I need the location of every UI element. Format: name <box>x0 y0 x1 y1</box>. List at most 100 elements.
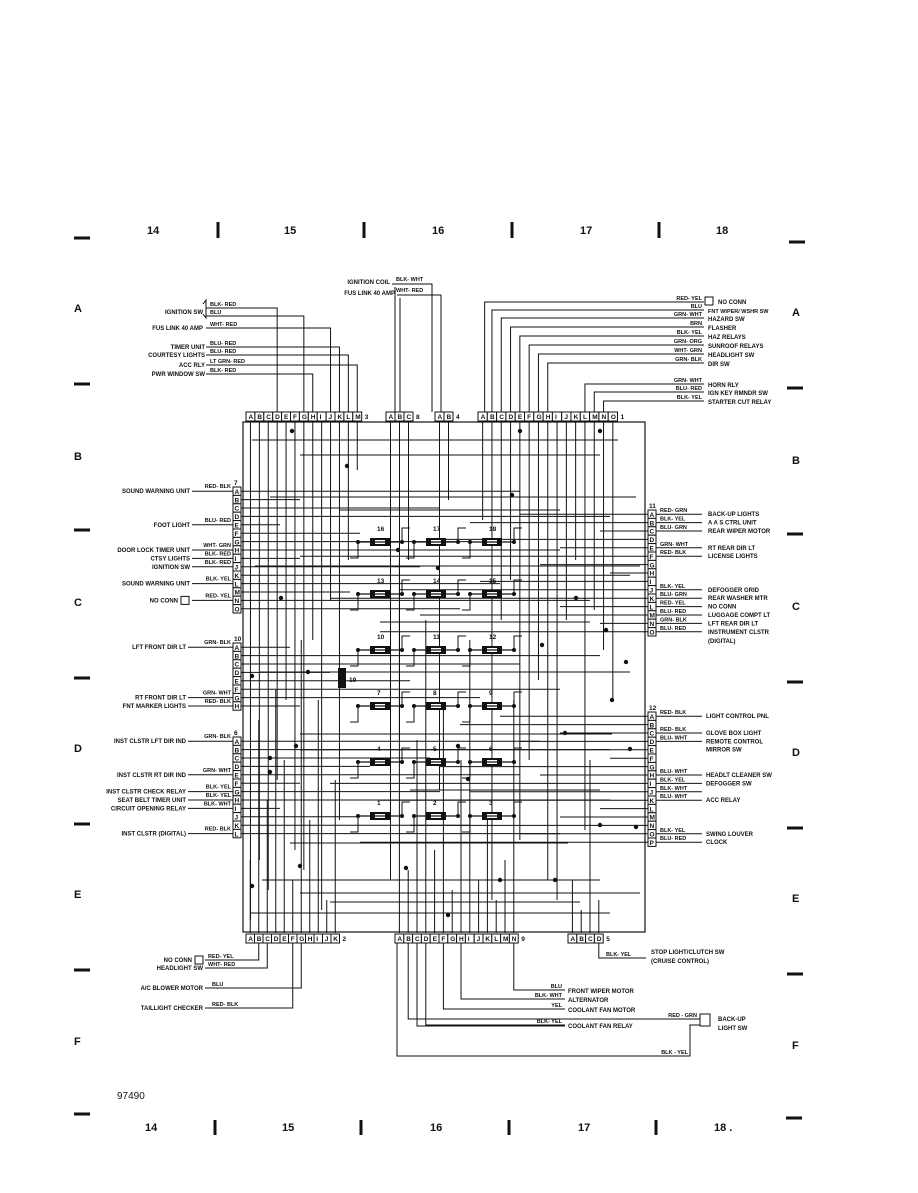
relay-node <box>468 648 472 652</box>
connector-pin-label: K <box>235 823 240 830</box>
wire-color-label: BLK- RED <box>205 551 231 557</box>
connector-pin-label: H <box>650 773 655 780</box>
wire-junction <box>289 428 295 434</box>
connector-pin-label: F <box>235 687 239 694</box>
leader-line <box>206 364 358 412</box>
connector-pin-label: H <box>546 414 551 421</box>
wire-junction <box>278 595 284 601</box>
connector-pin-label: M <box>503 936 508 943</box>
label-door-lock-timer-unit: DOOR LOCK TIMER UNIT <box>117 548 190 554</box>
wire-color-label: RED- GRN <box>660 508 687 514</box>
connector-pin-label: A <box>248 936 253 943</box>
connector-id: 9 <box>521 936 525 943</box>
wire-junction <box>597 822 603 828</box>
relay-hookup <box>513 801 522 816</box>
label-fus-link-40-amp: FUS LINK 40 AMP <box>152 326 203 332</box>
connector-pin-label: J <box>235 565 239 572</box>
leader-lines <box>188 283 704 1057</box>
wire-color-label: BLU- RED <box>660 836 686 842</box>
label-lft-rear-dir-lt: LFT REAR DIR LT <box>708 621 759 627</box>
connector-pin <box>551 411 563 422</box>
relay-node <box>456 540 460 544</box>
connector-pin-label: N <box>235 598 240 605</box>
backup-switch-symbol <box>699 1013 711 1027</box>
leader-line <box>491 309 704 412</box>
relay-hookup <box>350 650 359 667</box>
wire-color-label: BLK- YEL <box>606 952 632 958</box>
relay-number: 14 <box>433 578 441 585</box>
connector-pin-label: D <box>650 537 655 544</box>
connector-pin-label: D <box>235 514 240 521</box>
wire-junction <box>249 883 255 889</box>
grid-row-label: E <box>74 889 81 901</box>
label-sunroof-relays: SUNROOF RELAYS <box>708 344 763 350</box>
wire-color-label: BLK- YEL <box>206 785 232 791</box>
wire-color-label: BLK- WHT <box>660 786 688 792</box>
relay-node <box>468 592 472 596</box>
connector-pin-label: N <box>650 621 655 628</box>
connector-pin-label: K <box>235 573 240 580</box>
relay-node <box>512 648 516 652</box>
label-rear-wiper-motor: REAR WIPER MOTOR <box>708 529 771 535</box>
connector-pin-label: G <box>650 764 655 771</box>
connector-pin <box>403 411 414 422</box>
label-inst-clstr-lft-dir-ind: INST CLSTR LFT DIR IND <box>114 739 187 745</box>
no-conn-box <box>704 296 714 306</box>
relay-hookup <box>462 706 471 723</box>
relay-node <box>356 814 360 818</box>
figure-number: 97490 <box>117 1091 145 1102</box>
wire-color-label: GRN- WHT <box>660 542 689 548</box>
relay-node <box>412 648 416 652</box>
relay-node <box>456 704 460 708</box>
wire-junction <box>517 428 523 434</box>
wire-color-label: BLU- RED <box>676 386 702 392</box>
connector-id: 7 <box>234 480 238 487</box>
connector-pin-label: C <box>415 936 420 943</box>
connector-pin-label: D <box>274 936 279 943</box>
connector-pin-label: A <box>438 414 443 421</box>
wire-junction <box>627 746 633 752</box>
label-circuit-opening-relay: CIRCUIT OPENING RELAY <box>111 806 186 812</box>
leader-line <box>396 943 700 1057</box>
diode-19: 19 <box>338 668 357 688</box>
label-alternator: ALTERNATOR <box>568 998 609 1004</box>
label-inst-clstr-check-relay: INST CLSTR CHECK RELAY <box>106 790 186 796</box>
connector-pin-label: J <box>650 588 654 595</box>
connector-pin-label: D <box>650 739 655 746</box>
label-ctsy-lights: CTSY LIGHTS <box>150 556 190 562</box>
connector-pin-label: A <box>570 936 575 943</box>
label-light-control-pnl: LIGHT CONTROL PNL <box>706 714 769 720</box>
connector-pin-label: L <box>494 936 498 943</box>
connector-pin-label: B <box>235 747 240 754</box>
connector-pin-label: B <box>490 414 495 421</box>
connector-pin-label: C <box>266 414 271 421</box>
wire-color-label: BLU- WHT <box>660 735 688 741</box>
relay-2: 2 <box>412 800 460 820</box>
leader-line <box>593 391 704 412</box>
relay-hookup <box>350 594 359 611</box>
relay-number: 1 <box>377 800 381 807</box>
connector-pin-label: F <box>293 414 297 421</box>
connector-pin-label: E <box>650 546 655 553</box>
wire-color-label: RED- YEL <box>205 593 231 599</box>
wire-color-label: RED- BLK <box>660 550 686 556</box>
connector-pin-label: E <box>235 523 240 530</box>
wire-junction <box>395 547 401 553</box>
relay-hookup <box>462 816 471 833</box>
wire-color-label: BLU- RED <box>205 518 231 524</box>
wire-color-label: GRN- WHT <box>674 378 703 384</box>
wire-color-label: GRN- BLK <box>204 640 231 646</box>
connector-pin-label: L <box>650 604 654 611</box>
connector-pin-label: A <box>650 512 655 519</box>
label-license-lights: LICENSE LIGHTS <box>708 554 758 560</box>
wire-color-label: BLK- WHT <box>535 993 563 999</box>
grid-column-label: 14 <box>147 225 160 237</box>
relay-number: 11 <box>433 634 440 641</box>
label-ignition-sw: IGNITION SW <box>152 565 190 571</box>
relay-hookup <box>406 816 415 833</box>
connector-pin-label: B <box>398 414 403 421</box>
connector-pin-label: D <box>235 670 240 677</box>
relay-number: 2 <box>433 800 437 807</box>
